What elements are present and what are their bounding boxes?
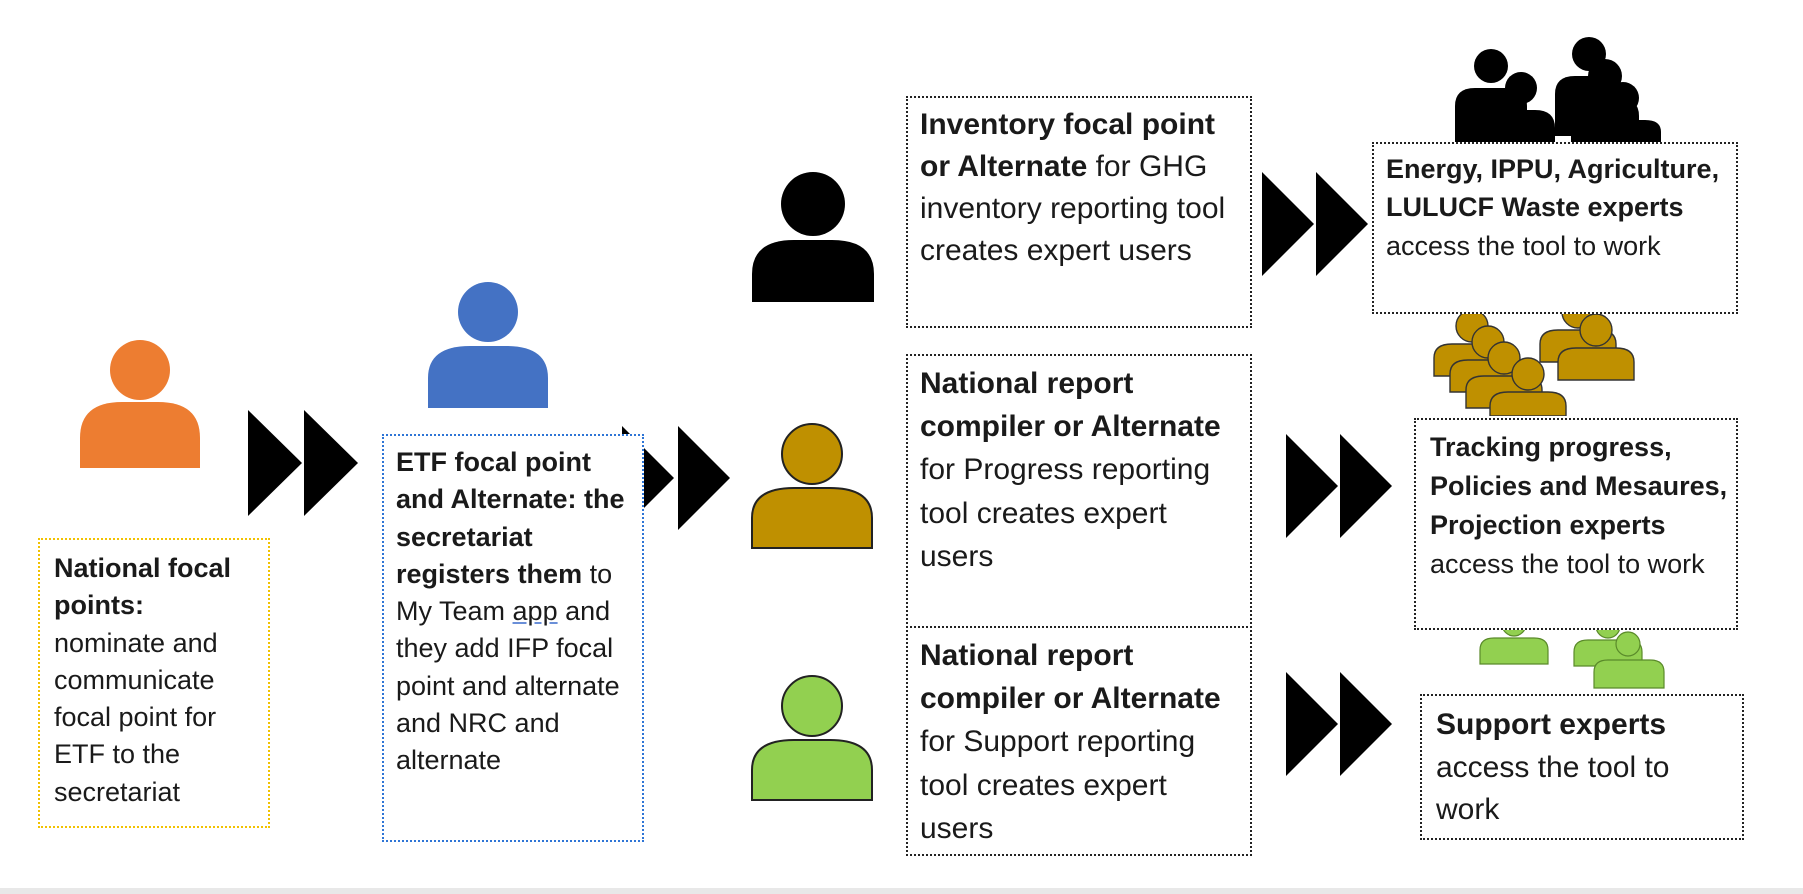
tracking-experts-box: Tracking progress, Policies and Mesaures… [1414,418,1738,630]
progress-compiler-text: for Progress reporting tool creates expe… [920,453,1211,573]
national-focal-points-text: nominate and communicate focal point for… [54,627,218,807]
support-compiler-box: National report compiler or Alternate fo… [906,626,1252,856]
progress-compiler-box: National report compiler or Alternate fo… [906,354,1252,628]
my-team-app-link[interactable]: app [512,596,558,626]
energy-experts-box: Energy, IPPU, Agriculture, LULUCF Waste … [1372,142,1738,314]
tracking-experts-text: access the tool to work [1430,549,1705,580]
etf-focal-point-text-a: to My Team [396,558,613,626]
energy-experts-heading: Energy, IPPU, Agriculture, LULUCF Waste … [1386,154,1720,223]
support-experts-box: Support experts access the tool to work [1420,694,1744,840]
bottom-divider [0,888,1803,894]
etf-focal-person-icon [428,282,548,408]
double-chevron-right-icon [1286,672,1392,776]
national-focal-points-heading: National focal points: [54,553,232,621]
energy-experts-text: access the tool to work [1386,230,1661,261]
etf-focal-point-heading: ETF focal point and Alternate: the secre… [396,447,625,589]
progress-person-icon [751,423,873,549]
inventory-focal-point-box: Inventory focal point or Alternate for G… [906,96,1252,328]
energy-experts-group-icon [1455,37,1661,148]
inventory-person-icon [752,172,874,302]
national-focal-person-icon [80,340,200,468]
progress-compiler-heading: National report compiler or Alternate [920,367,1221,444]
support-experts-text: access the tool to work [1436,750,1670,827]
support-person-icon [751,675,873,801]
inventory-focal-point-heading: Inventory focal point or Alternate [920,108,1216,183]
tracking-experts-group-icon [1433,296,1635,416]
double-chevron-right-icon [248,410,358,516]
tracking-experts-heading: Tracking progress, Policies and Mesaures… [1430,432,1728,541]
inventory-focal-point-text: for GHG inventory reporting tool creates… [920,150,1226,267]
support-compiler-text: for Support reporting tool creates exper… [920,725,1196,845]
etf-focal-point-text-b: and they add IFP focal point and alterna… [396,596,620,775]
national-focal-points-box: National focal points: nominate and comm… [38,538,270,828]
double-chevron-right-icon [1262,172,1368,276]
double-chevron-right-icon [1286,434,1392,538]
etf-focal-point-box: ETF focal point and Alternate: the secre… [382,434,644,842]
support-experts-heading: Support experts [1436,708,1667,741]
support-compiler-heading: National report compiler or Alternate [920,639,1221,716]
